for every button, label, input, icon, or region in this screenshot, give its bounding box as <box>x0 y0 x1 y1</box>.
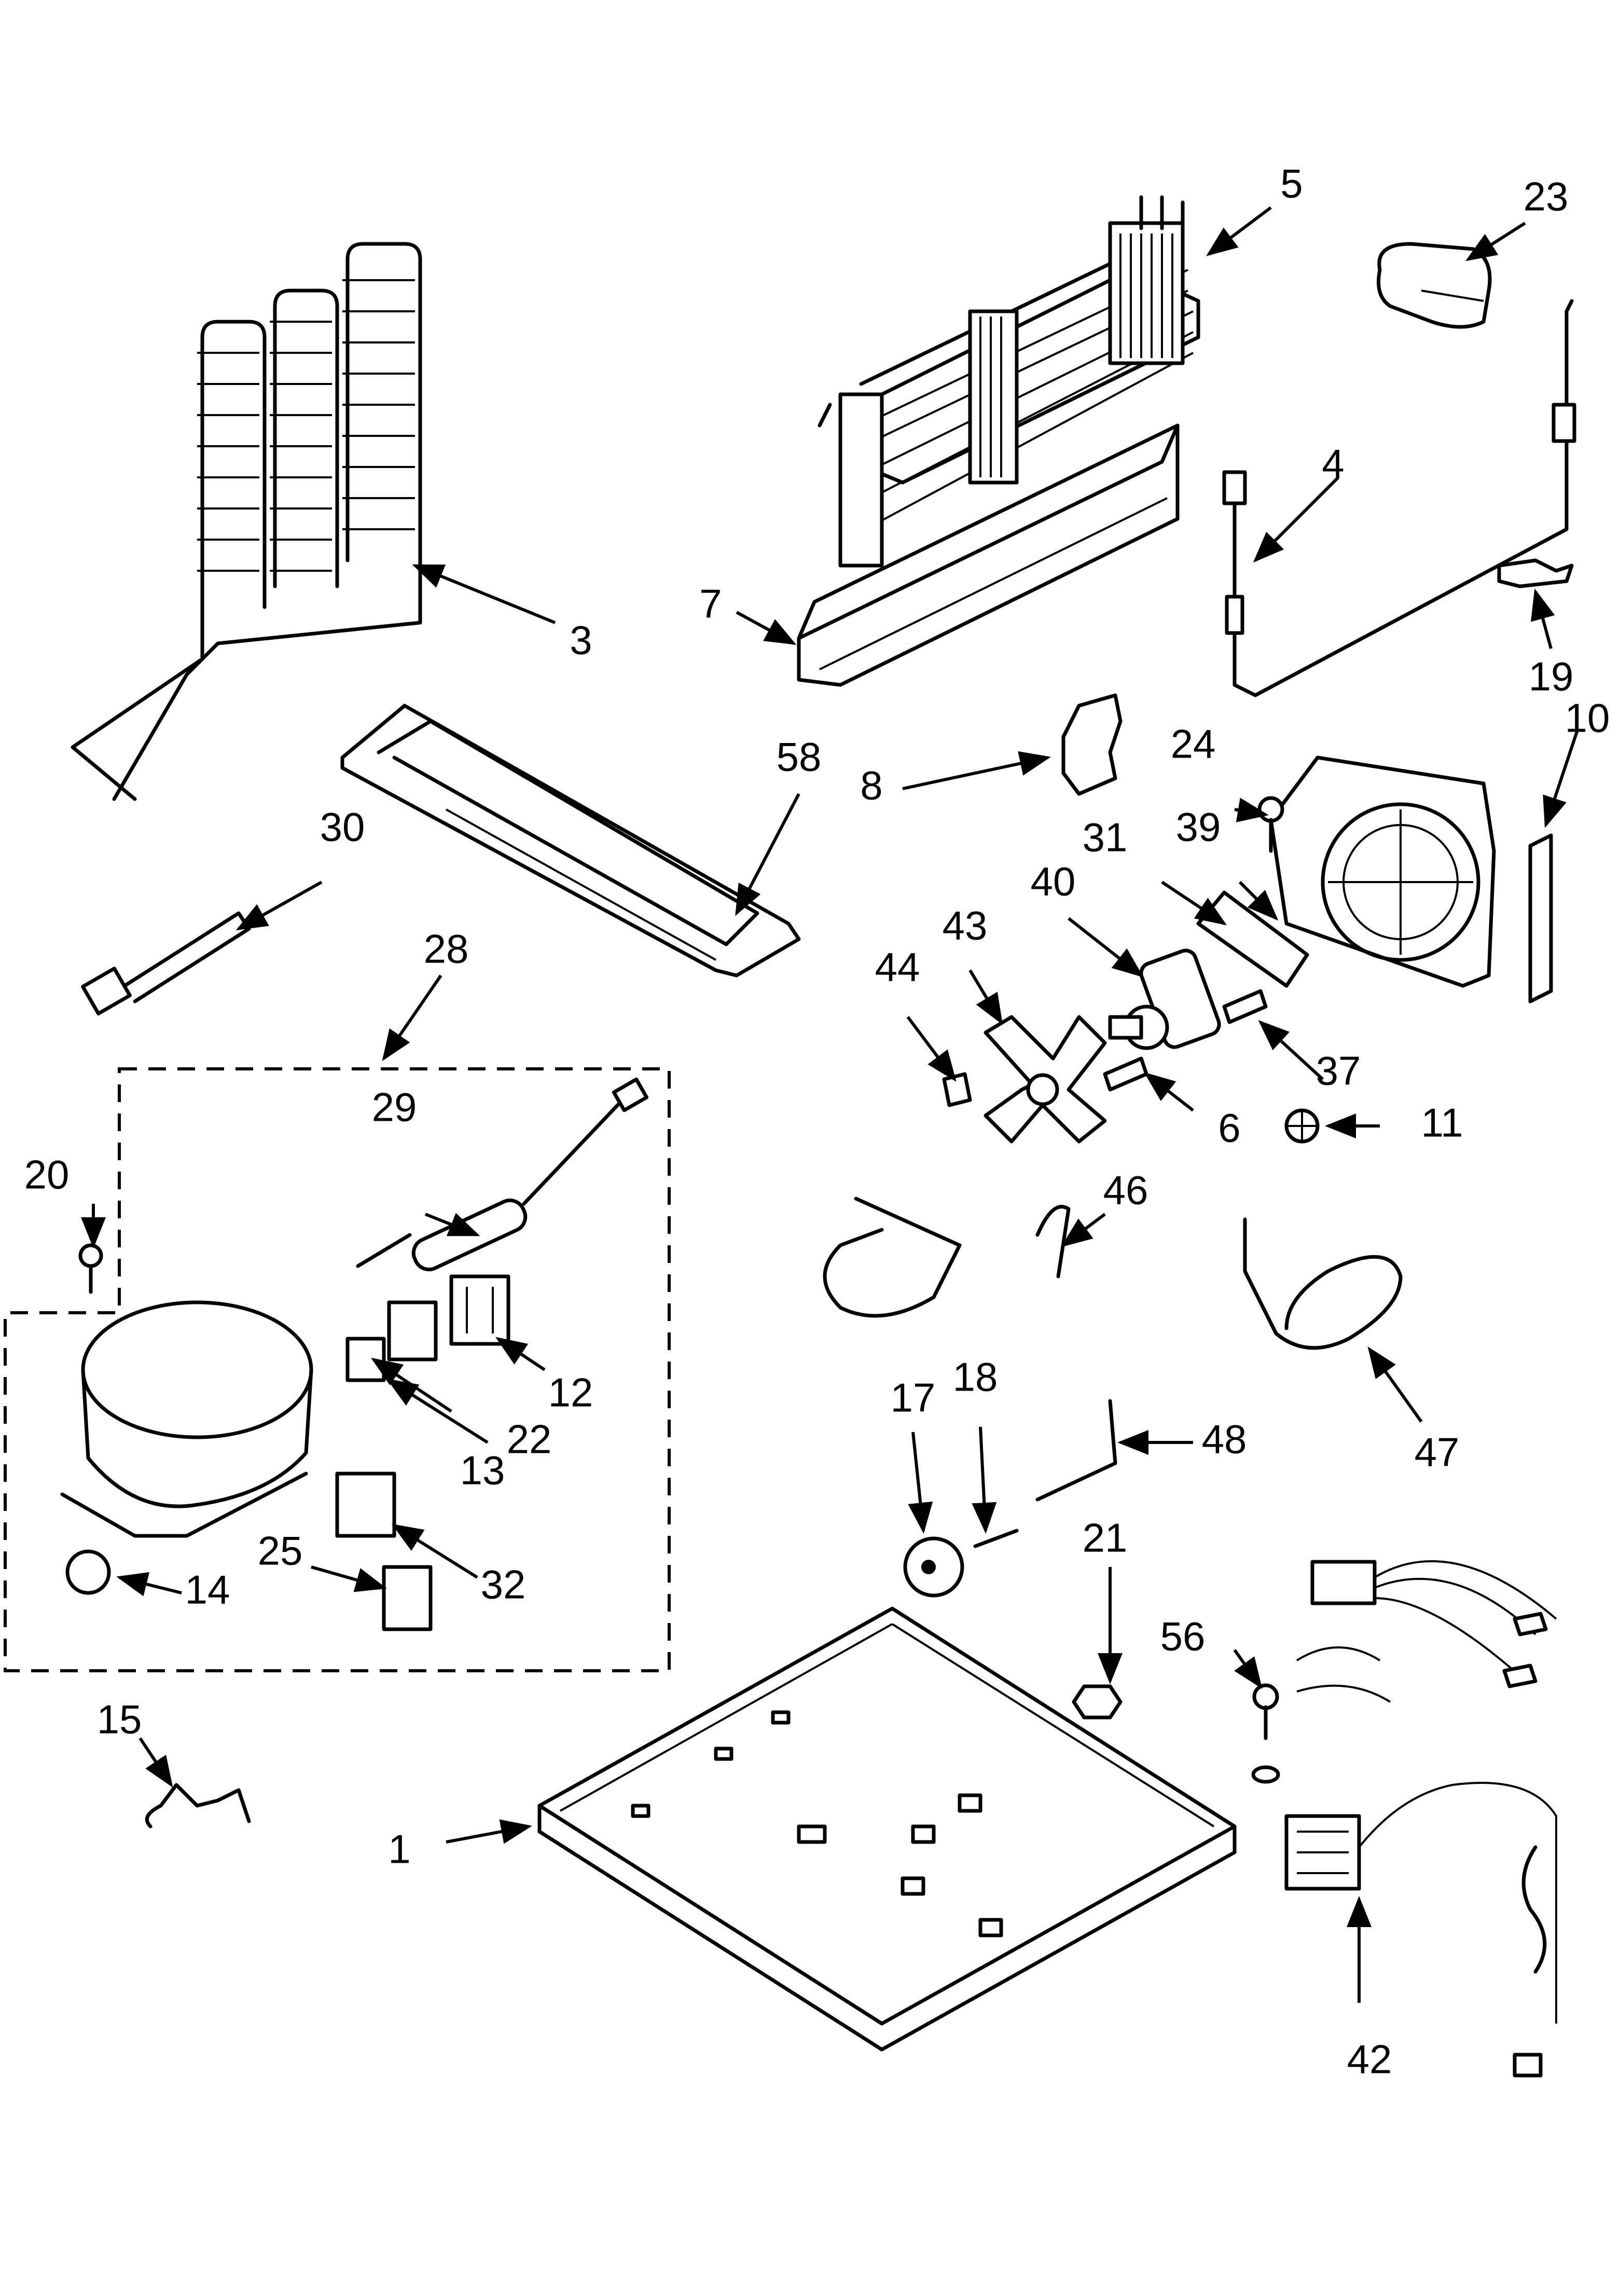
label-48: 48 <box>1202 1417 1247 1462</box>
label-13: 13 <box>460 1448 505 1493</box>
label-58: 58 <box>777 734 822 780</box>
wire-clip-part <box>145 1783 251 1828</box>
fan-blade-part <box>984 1015 1107 1144</box>
fan-gasket-part <box>1196 890 1309 988</box>
compressor-part <box>60 1243 313 1595</box>
screw-part <box>1103 989 1268 1092</box>
label-23: 23 <box>1524 174 1569 219</box>
label-12: 12 <box>548 1370 593 1415</box>
label-18: 18 <box>953 1354 998 1400</box>
drain-pan-part <box>340 704 801 978</box>
nut-part <box>1072 1684 1123 1720</box>
label-28: 28 <box>424 926 469 972</box>
fan-motor-part <box>1108 948 1221 1050</box>
label-10: 10 <box>1565 695 1610 741</box>
screw-24-part <box>1257 796 1284 853</box>
cable-tie-part <box>81 911 251 1015</box>
label-4: 4 <box>1322 441 1344 487</box>
label-56: 56 <box>1160 1614 1206 1659</box>
label-42: 42 <box>1347 2037 1392 2082</box>
label-44: 44 <box>875 944 920 990</box>
label-22: 22 <box>507 1417 552 1462</box>
label-30: 30 <box>320 804 365 850</box>
label-43: 43 <box>943 903 988 948</box>
drain-trough-part <box>797 423 1180 687</box>
label-25: 25 <box>258 1528 303 1574</box>
axle-part <box>973 1529 1019 1548</box>
wiring-harness-part <box>1284 1560 1557 2078</box>
screw-56-part <box>1251 1683 1280 1784</box>
cap-part <box>1377 242 1492 329</box>
condenser-coil-part <box>71 242 422 801</box>
evaporator-part <box>818 195 1200 568</box>
label-40: 40 <box>1031 859 1076 904</box>
label-29: 29 <box>372 1084 417 1130</box>
label-1: 1 <box>388 1826 410 1872</box>
label-8: 8 <box>860 763 882 808</box>
callout-labels: 3 5 7 23 4 19 10 8 58 30 28 24 39 31 40 … <box>24 161 1610 2082</box>
label-14: 14 <box>185 1567 230 1613</box>
clip-part <box>1497 558 1574 588</box>
tube-48-part <box>1035 1399 1117 1502</box>
label-5: 5 <box>1280 161 1303 207</box>
label-47: 47 <box>1415 1429 1460 1475</box>
label-21: 21 <box>1083 1515 1128 1561</box>
label-19: 19 <box>1529 654 1574 699</box>
label-24: 24 <box>1171 721 1216 767</box>
label-20: 20 <box>24 1152 70 1198</box>
defrost-sensor-part <box>1222 299 1576 697</box>
bracket-part <box>1061 693 1123 796</box>
grommet-part <box>1284 1108 1320 1144</box>
label-11: 11 <box>1421 1100 1463 1146</box>
leader-lines <box>81 206 1579 2003</box>
fan-shroud-part <box>1269 755 1496 988</box>
drain-tube-part <box>823 1197 1071 1318</box>
label-37: 37 <box>1316 1048 1361 1094</box>
kit-boundary <box>4 1067 671 1672</box>
fan-clip-part <box>942 1072 972 1107</box>
label-17: 17 <box>891 1375 936 1421</box>
label-3: 3 <box>570 617 592 663</box>
label-15: 15 <box>97 1697 142 1742</box>
label-6: 6 <box>1218 1105 1240 1151</box>
label-32: 32 <box>481 1562 526 1607</box>
water-tube-part <box>1243 1217 1403 1350</box>
label-46: 46 <box>1103 1167 1148 1213</box>
label-31: 31 <box>1083 815 1128 860</box>
label-39: 39 <box>1176 804 1221 850</box>
base-frame-part <box>537 1606 1237 2052</box>
gasket-strip-part <box>1528 833 1553 1003</box>
roller-part <box>903 1536 964 1598</box>
label-7: 7 <box>699 581 722 627</box>
